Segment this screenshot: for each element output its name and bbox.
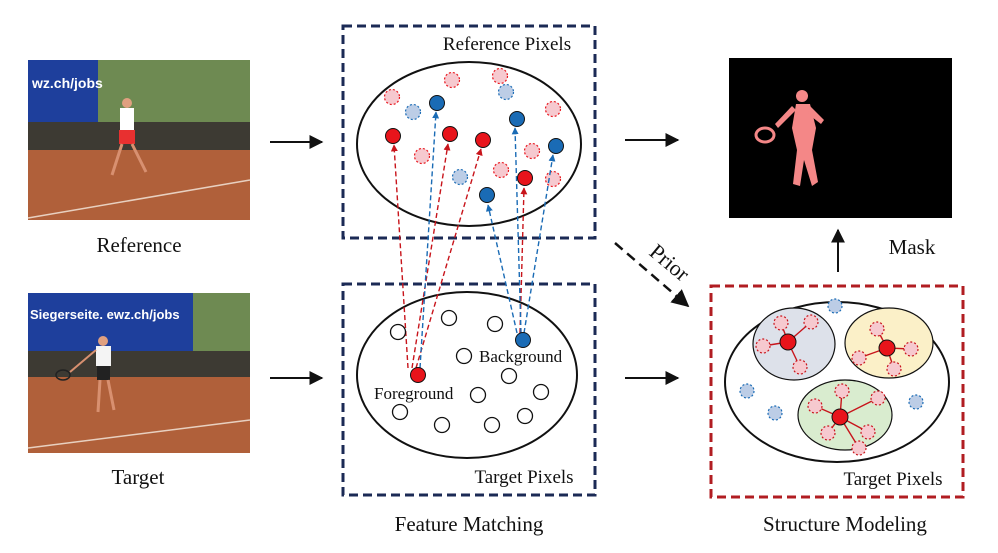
- graph-node: [803, 314, 819, 330]
- background-dot: [479, 187, 495, 203]
- pixel-dot: [391, 403, 409, 421]
- pixel-dot: [440, 309, 458, 327]
- pixel-dot: [523, 142, 541, 160]
- graph-node: [860, 424, 876, 440]
- graph-node: [886, 361, 902, 377]
- pixel-dot: [516, 407, 534, 425]
- reference-pixel-dots: [383, 67, 562, 188]
- structure-modeling-caption: Structure Modeling: [763, 512, 927, 536]
- background-dot: [509, 111, 525, 127]
- graph-node: [870, 390, 886, 406]
- graph-center: [878, 339, 896, 357]
- pixel-dot: [532, 383, 550, 401]
- match-arrow: [390, 144, 409, 369]
- graph-node: [773, 315, 789, 331]
- structure-target-pixels-title: Target Pixels: [843, 469, 942, 490]
- pixel-dot: [455, 347, 473, 365]
- prior-arrow: [614, 242, 690, 308]
- foreground-dot: [442, 126, 458, 142]
- foreground-dot: [475, 132, 491, 148]
- pixel-dot: [544, 100, 562, 118]
- mask-label: Mask: [889, 235, 936, 259]
- pixel-dot: [389, 323, 407, 341]
- graph-node: [807, 398, 823, 414]
- graph-center: [779, 333, 797, 351]
- reference-pixels-ellipse: [356, 61, 582, 227]
- mask-image: [729, 58, 952, 218]
- prior-label: Prior: [645, 239, 695, 287]
- background-node: [767, 405, 783, 421]
- graph-node: [851, 350, 867, 366]
- background-label: Background: [479, 347, 563, 366]
- reference-banner-text: wz.ch/jobs: [31, 75, 103, 91]
- graph-node: [903, 341, 919, 357]
- graph-node: [755, 338, 771, 354]
- match-arrow: [523, 154, 556, 334]
- pixel-dot: [492, 161, 510, 179]
- target-pixels-ellipse: [356, 291, 578, 459]
- pixel-dot: [443, 71, 461, 89]
- graph-center: [831, 408, 849, 426]
- match-arrow: [519, 187, 528, 334]
- feature-matching-caption: Feature Matching: [395, 512, 544, 536]
- pixel-dot: [483, 416, 501, 434]
- foreground-dot: [517, 170, 533, 186]
- foreground-label: Foreground: [374, 384, 454, 403]
- match-arrow: [415, 148, 483, 369]
- pixel-dot: [404, 103, 422, 121]
- target-caption: Target: [112, 465, 165, 489]
- pixel-dot: [500, 367, 518, 385]
- graph-node: [851, 440, 867, 456]
- pixel-dot: [544, 170, 562, 188]
- pixel-dot: [383, 88, 401, 106]
- structure-modeling-box: [709, 284, 965, 499]
- reference-pixels-title: Reference Pixels: [443, 34, 571, 55]
- pixel-dot: [497, 83, 515, 101]
- background-dot: [429, 95, 445, 111]
- graph-node: [834, 383, 850, 399]
- pixel-dot: [491, 67, 509, 85]
- background-dot: [548, 138, 564, 154]
- foreground-query-dot: [410, 367, 426, 383]
- pixel-dot: [486, 315, 504, 333]
- target-banner-text: Siegerseite. ewz.ch/jobs: [30, 307, 180, 322]
- structure-nodes: [739, 298, 924, 456]
- target-pixel-dots: [389, 309, 550, 434]
- match-arrow: [411, 143, 451, 369]
- background-node: [827, 298, 843, 314]
- match-arrow: [485, 204, 518, 334]
- pixel-dot: [451, 168, 469, 186]
- match-arrow: [511, 127, 522, 334]
- target-photo: Siegerseite. ewz.ch/jobs: [27, 293, 251, 453]
- target-pixels-title: Target Pixels: [474, 467, 573, 488]
- background-query-dot: [515, 332, 531, 348]
- matched-reference-dots: [385, 95, 564, 203]
- graph-node: [820, 425, 836, 441]
- graph-node: [792, 359, 808, 375]
- matching-arrows: [390, 111, 556, 369]
- pixel-dot: [413, 147, 431, 165]
- pixel-dot: [469, 386, 487, 404]
- background-node: [908, 394, 924, 410]
- reference-caption: Reference: [96, 233, 181, 257]
- reference-photo: wz.ch/jobs: [27, 60, 251, 220]
- target-pixels-box: [341, 282, 597, 497]
- match-arrow: [419, 111, 440, 369]
- reference-pixels-box: [341, 24, 597, 240]
- graph-node: [869, 321, 885, 337]
- background-node: [739, 383, 755, 399]
- foreground-dot: [385, 128, 401, 144]
- pixel-dot: [433, 416, 451, 434]
